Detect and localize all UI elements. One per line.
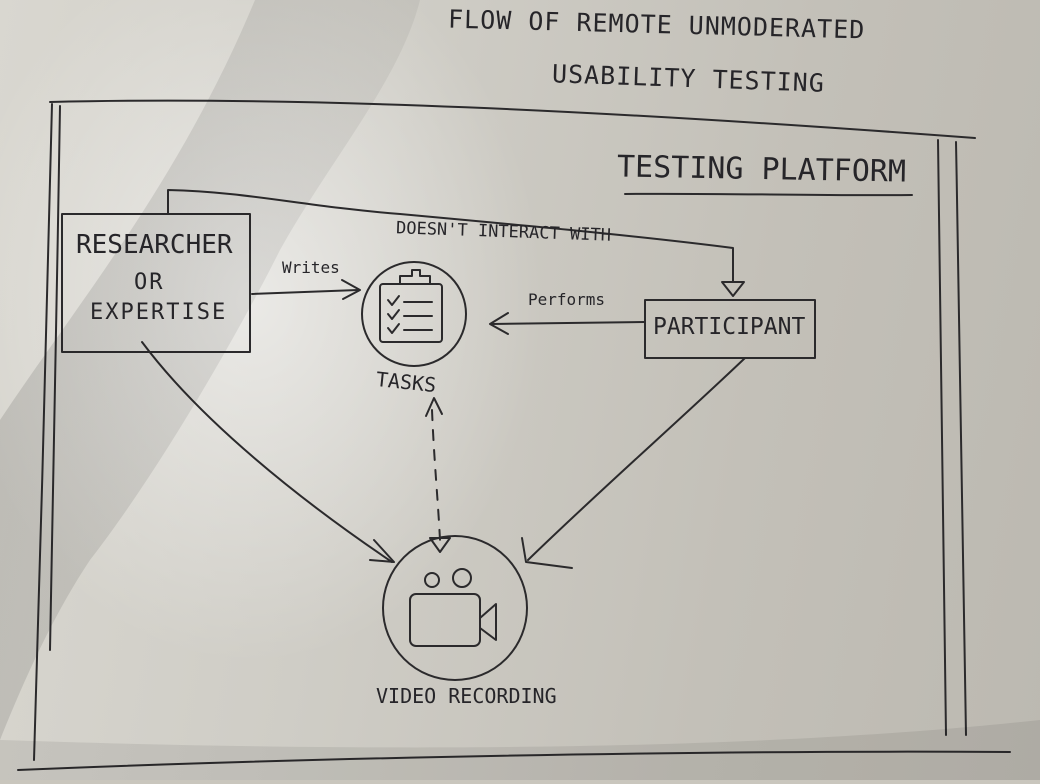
participant-to-video-arrow xyxy=(521,357,746,569)
video-label: VIDEO RECORDING xyxy=(376,684,557,708)
researcher-label-line3: EXPERTISE xyxy=(90,300,228,325)
performs-arrow xyxy=(489,312,646,335)
participant-label: PARTICIPANT xyxy=(653,314,806,340)
video-camera-icon xyxy=(409,568,497,647)
participant-node: PARTICIPANT xyxy=(645,300,815,358)
performs-label: Performs xyxy=(528,290,606,309)
researcher-label-line1: RESEARCHER xyxy=(76,230,233,260)
no-interaction-connector xyxy=(167,189,745,297)
tasks-node xyxy=(361,261,467,367)
participant-box xyxy=(644,299,816,359)
researcher-to-video-arrow xyxy=(141,341,395,563)
clipboard-checklist-icon xyxy=(379,269,443,343)
platform-label-underline xyxy=(624,192,913,197)
platform-label: TESTING PLATFORM xyxy=(616,149,907,190)
writes-arrow xyxy=(251,279,361,300)
researcher-label-line2: OR xyxy=(134,270,165,295)
platform-frame xyxy=(17,99,1011,771)
researcher-node: RESEARCHER OR EXPERTISE xyxy=(62,214,250,352)
video-node xyxy=(382,535,528,681)
tasks-video-dashed-link xyxy=(425,397,451,553)
writes-label: Writes xyxy=(282,258,340,277)
